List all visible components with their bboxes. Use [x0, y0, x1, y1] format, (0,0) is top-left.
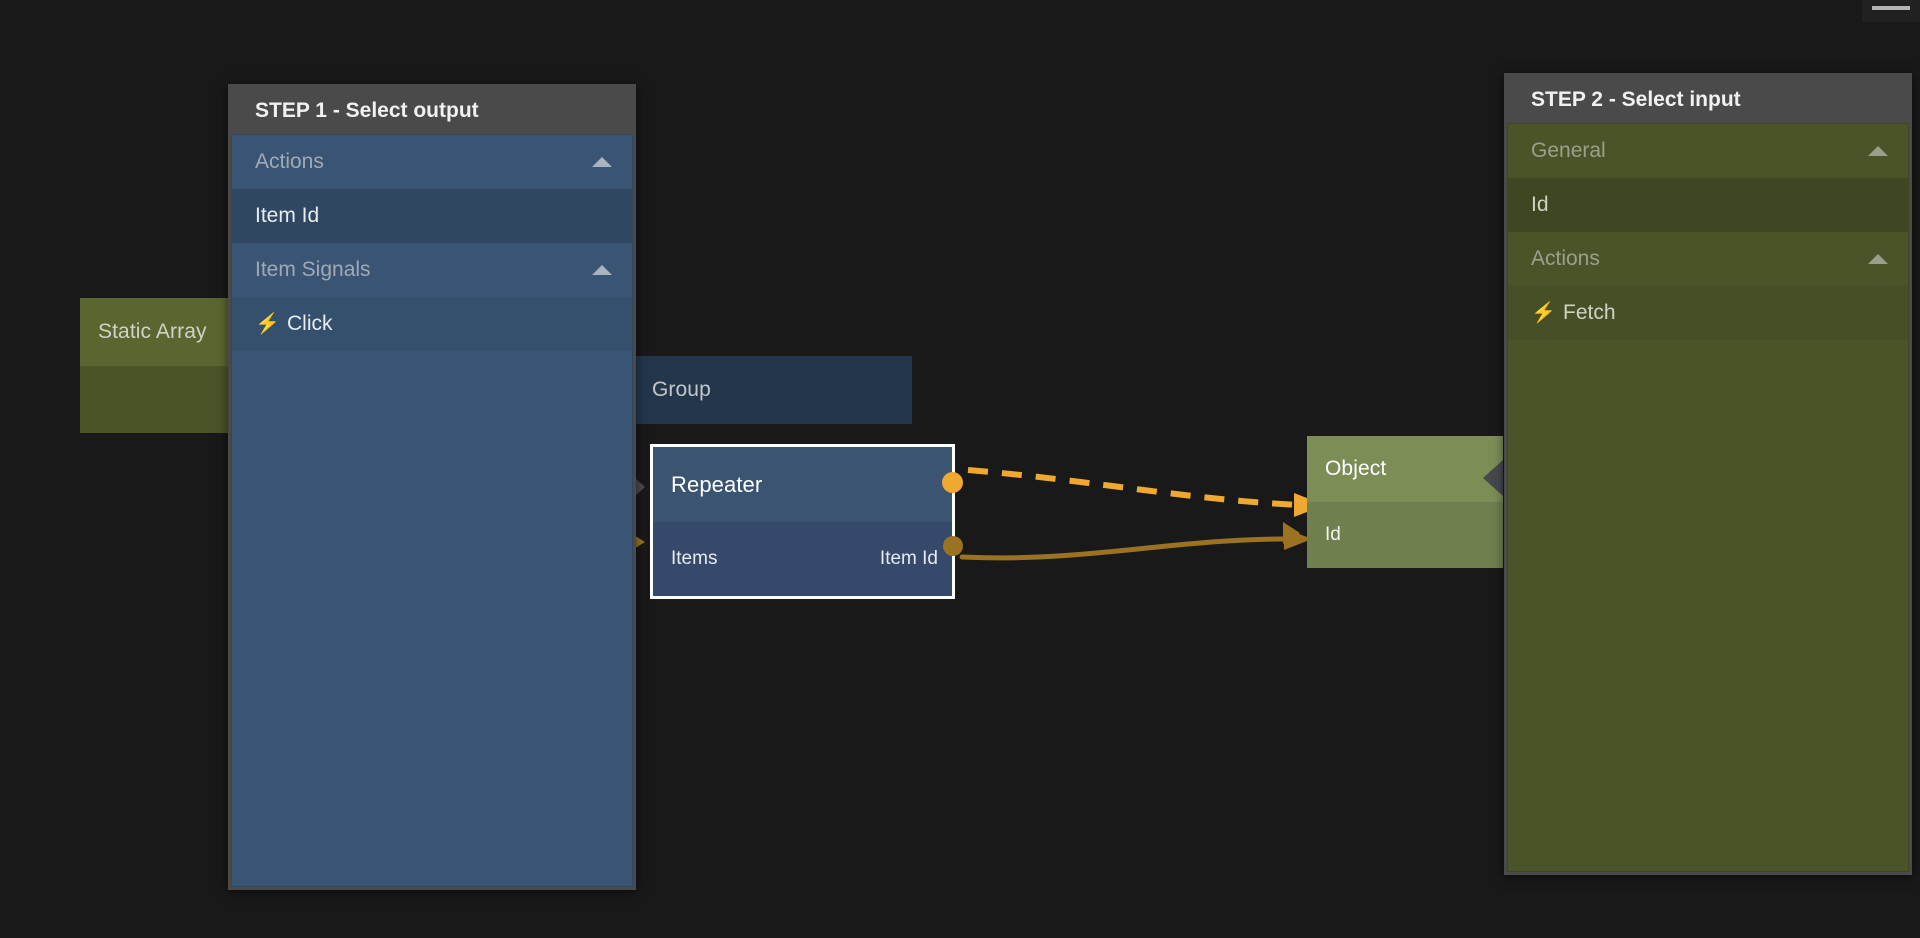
object-input-port-label: Id — [1325, 524, 1341, 545]
node-ports-repeater: Items Item Id — [653, 522, 952, 596]
step-1-row-item-signals-label: Item Signals — [255, 258, 371, 281]
step-1-row-actions-label: Actions — [255, 150, 324, 173]
step-1-row-click-label: Click — [287, 312, 333, 335]
step-1-row-item-id-label: Item Id — [255, 204, 320, 227]
step-1-panel: STEP 1 - Select output Actions Item Id I… — [228, 84, 636, 890]
lightning-bolt-icon: ⚡ — [255, 313, 280, 335]
chevron-up-icon[interactable] — [592, 157, 612, 167]
repeater-output-port-label: Item Id — [879, 548, 938, 569]
repeater-item-id-output-port[interactable] — [943, 536, 963, 556]
step-2-row-general[interactable]: General — [1508, 124, 1908, 178]
step-1-row-item-id[interactable]: Item Id — [232, 189, 632, 243]
step-2-row-fetch-label: Fetch — [1563, 301, 1616, 324]
node-title-group: Group — [634, 356, 912, 424]
step-1-title: STEP 1 - Select output — [231, 87, 633, 134]
window-controls-bar[interactable] — [1862, 0, 1920, 22]
step-2-row-actions-label: Actions — [1531, 247, 1600, 270]
graph-node-object[interactable]: Object Id — [1283, 436, 1503, 568]
step-2-list-empty-area — [1508, 340, 1908, 394]
object-signal-input-port[interactable] — [1483, 460, 1503, 496]
step-2-row-id-label: Id — [1531, 193, 1549, 216]
graph-node-group[interactable]: Group — [634, 356, 912, 424]
signal-wire — [967, 467, 1301, 508]
step-1-list[interactable]: Actions Item Id Item Signals ⚡ Click — [231, 134, 633, 887]
step-2-row-fetch[interactable]: ⚡ Fetch — [1508, 286, 1908, 340]
step-1-row-actions[interactable]: Actions — [232, 135, 632, 189]
repeater-input-port-label: Items — [671, 548, 718, 569]
step-2-row-general-label: General — [1531, 139, 1606, 162]
repeater-click-output-port[interactable] — [942, 472, 963, 493]
node-title-object: Object — [1307, 436, 1503, 502]
data-wire — [959, 536, 1293, 561]
step-2-row-id[interactable]: Id — [1508, 178, 1908, 232]
step-2-title: STEP 2 - Select input — [1507, 76, 1909, 123]
chevron-up-icon[interactable] — [592, 265, 612, 275]
chevron-up-icon[interactable] — [1868, 254, 1888, 264]
step-2-list[interactable]: General Id Actions ⚡ Fetch — [1507, 123, 1909, 872]
object-id-input-port[interactable] — [1283, 522, 1300, 544]
node-title-repeater: Repeater — [653, 447, 952, 522]
step-1-row-click[interactable]: ⚡ Click — [232, 297, 632, 351]
step-2-row-actions[interactable]: Actions — [1508, 232, 1908, 286]
graph-node-repeater[interactable]: Repeater Items Item Id — [625, 444, 963, 599]
node-body-object: Id — [1307, 502, 1503, 568]
minimize-icon[interactable] — [1872, 6, 1910, 10]
step-1-row-item-signals[interactable]: Item Signals — [232, 243, 632, 297]
lightning-bolt-icon: ⚡ — [1531, 302, 1556, 324]
chevron-up-icon[interactable] — [1868, 146, 1888, 156]
step-2-panel: STEP 2 - Select input General Id Actions… — [1504, 73, 1912, 875]
step-1-list-empty-area — [232, 351, 632, 886]
